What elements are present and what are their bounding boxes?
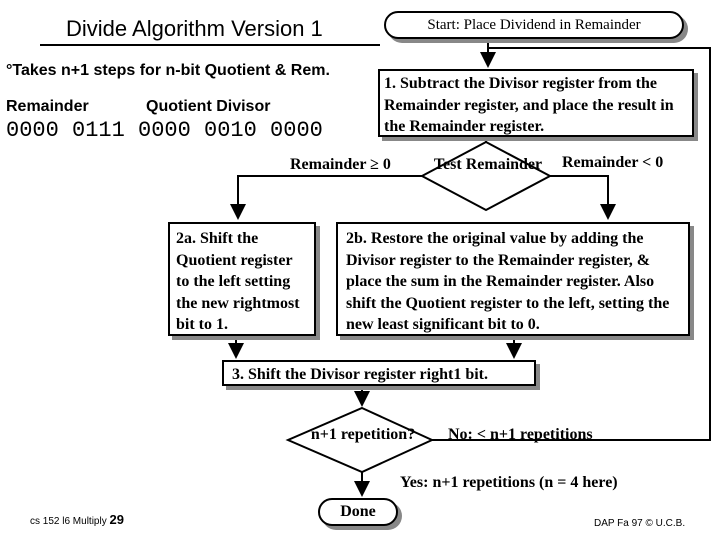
test-remainder-diamond <box>419 140 553 212</box>
step1-box: 1. Subtract the Divisor register from th… <box>378 69 694 137</box>
branch-remainder-ge-zero: Remainder ≥ 0 <box>290 156 391 174</box>
quotient-divisor-label: Quotient Divisor <box>146 98 271 115</box>
done-text: Done <box>340 503 376 520</box>
footer-course-text: cs 152 l6 Multiply <box>30 516 107 527</box>
slide-title: Divide Algorithm Version 1 <box>66 16 323 41</box>
arrow-test-to-step2a <box>230 175 422 220</box>
step3-box: 3. Shift the Divisor register right1 bit… <box>222 360 536 386</box>
step2a-text: 2a. Shift the Quotient register to the l… <box>176 230 300 333</box>
footer-credit: DAP Fa 97 © U.C.B. <box>594 518 686 529</box>
remainder-label: Remainder <box>6 98 89 115</box>
step3-text: 3. Shift the Divisor register right1 bit… <box>232 366 488 383</box>
step2a-box: 2a. Shift the Quotient register to the l… <box>168 222 316 336</box>
start-terminal: Start: Place Dividend in Remainder <box>384 11 684 39</box>
step2b-text: 2b. Restore the original value by adding… <box>346 230 670 333</box>
page-number: 29 <box>109 512 124 527</box>
arrow-test-to-step2b <box>550 175 616 220</box>
no-branch-label: No: < n+1 repetitions <box>448 426 593 443</box>
branch-ge-symbol: ≥ 0 <box>370 156 391 173</box>
repetition-label: n+1 repetition? <box>310 426 416 443</box>
test-remainder-label: Test Remainder <box>433 156 543 173</box>
branch-ge-text: Remainder <box>290 156 371 173</box>
start-text: Start: Place Dividend in Remainder <box>427 16 641 33</box>
done-terminal: Done <box>318 498 398 526</box>
yes-branch-label: Yes: n+1 repetitions (n = 4 here) <box>400 474 618 491</box>
footer-course: cs 152 l6 Multiply 29 <box>30 512 124 527</box>
step2b-box: 2b. Restore the original value by adding… <box>336 222 690 336</box>
branch-remainder-lt-zero: Remainder < 0 <box>562 154 664 171</box>
bullet-text: °Takes n+1 steps for n-bit Quotient & Re… <box>6 62 330 79</box>
arrow-no-loop-back <box>432 47 711 441</box>
register-values: 0000 0111 0000 0010 0000 <box>6 118 323 143</box>
step1-text: 1. Subtract the Divisor register from th… <box>384 75 674 135</box>
title-underline <box>40 44 380 46</box>
